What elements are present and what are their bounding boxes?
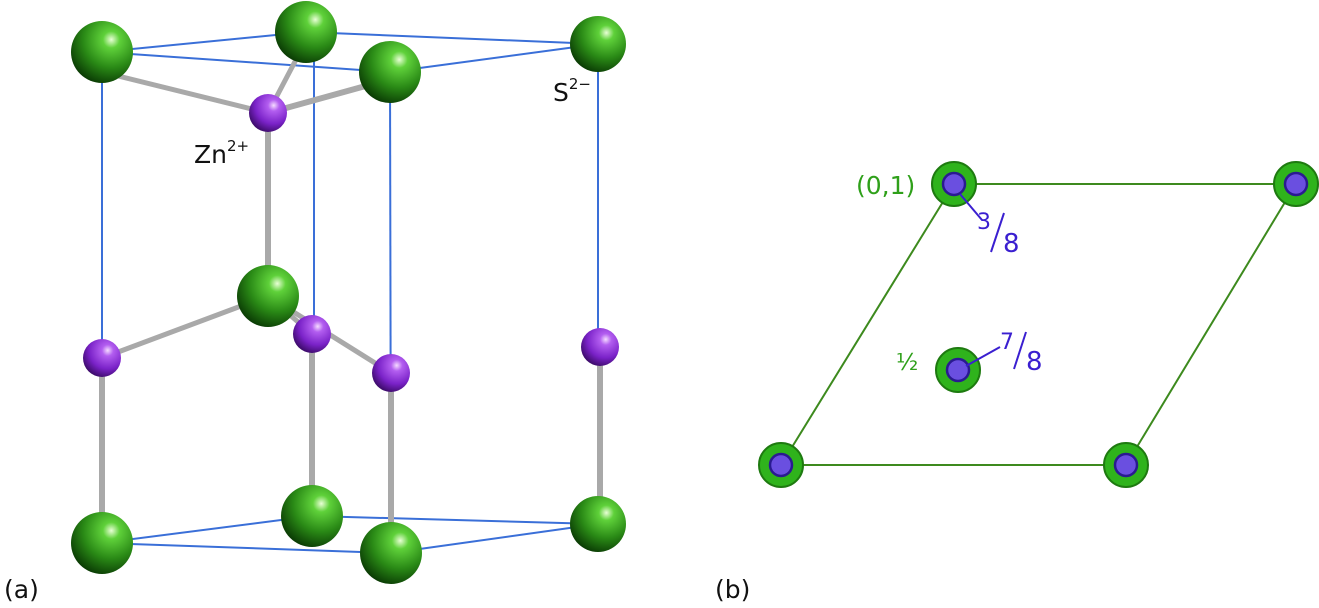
site-corner-bottom-right [1103,442,1149,488]
site-corner-top-right [1273,161,1319,207]
site-corner-bottom-left [758,442,804,488]
zn-label: Zn2+ [194,137,249,169]
bonds-a [99,49,603,556]
leader-corner [959,193,983,221]
zn-atom [83,339,121,377]
sites-b [758,161,1319,488]
corner-height-label: (0,1) [856,171,915,200]
zn-height-corner: 3 8 [977,210,1020,259]
leader-center [965,346,1001,367]
s-atom [71,512,133,574]
cell-edges-a [101,31,599,554]
zn-atom [293,315,331,353]
zn-atom [581,328,619,366]
s-atom [281,485,343,547]
s-atom [359,41,421,103]
s-atom [275,1,337,63]
site-corner-top-left [931,161,977,207]
atoms-a [71,1,626,584]
s-atom [237,265,299,327]
cell-edges-b [779,183,1298,466]
svg-text:7: 7 [1000,330,1014,355]
s-atom [570,496,626,552]
panel-a-label: (a) [4,575,39,604]
site-center [935,347,981,393]
s-atom [360,522,422,584]
svg-text:3: 3 [977,210,991,235]
panel-b-label: (b) [715,575,750,604]
zn-atom [372,354,410,392]
panel-b-projection: (0,1) ½ 3 8 7 8 (b) [715,161,1319,604]
svg-text:8: 8 [1026,347,1043,377]
svg-text:8: 8 [1003,229,1020,259]
zn-atom [249,94,287,132]
s-label: S2− [553,75,591,107]
s-atom [570,16,626,72]
panel-a-unit-cell: Zn2+ S2− (a) [4,1,626,604]
zn-height-center: 7 8 [1000,330,1043,377]
s-atom [71,21,133,83]
center-height-label: ½ [896,350,918,376]
